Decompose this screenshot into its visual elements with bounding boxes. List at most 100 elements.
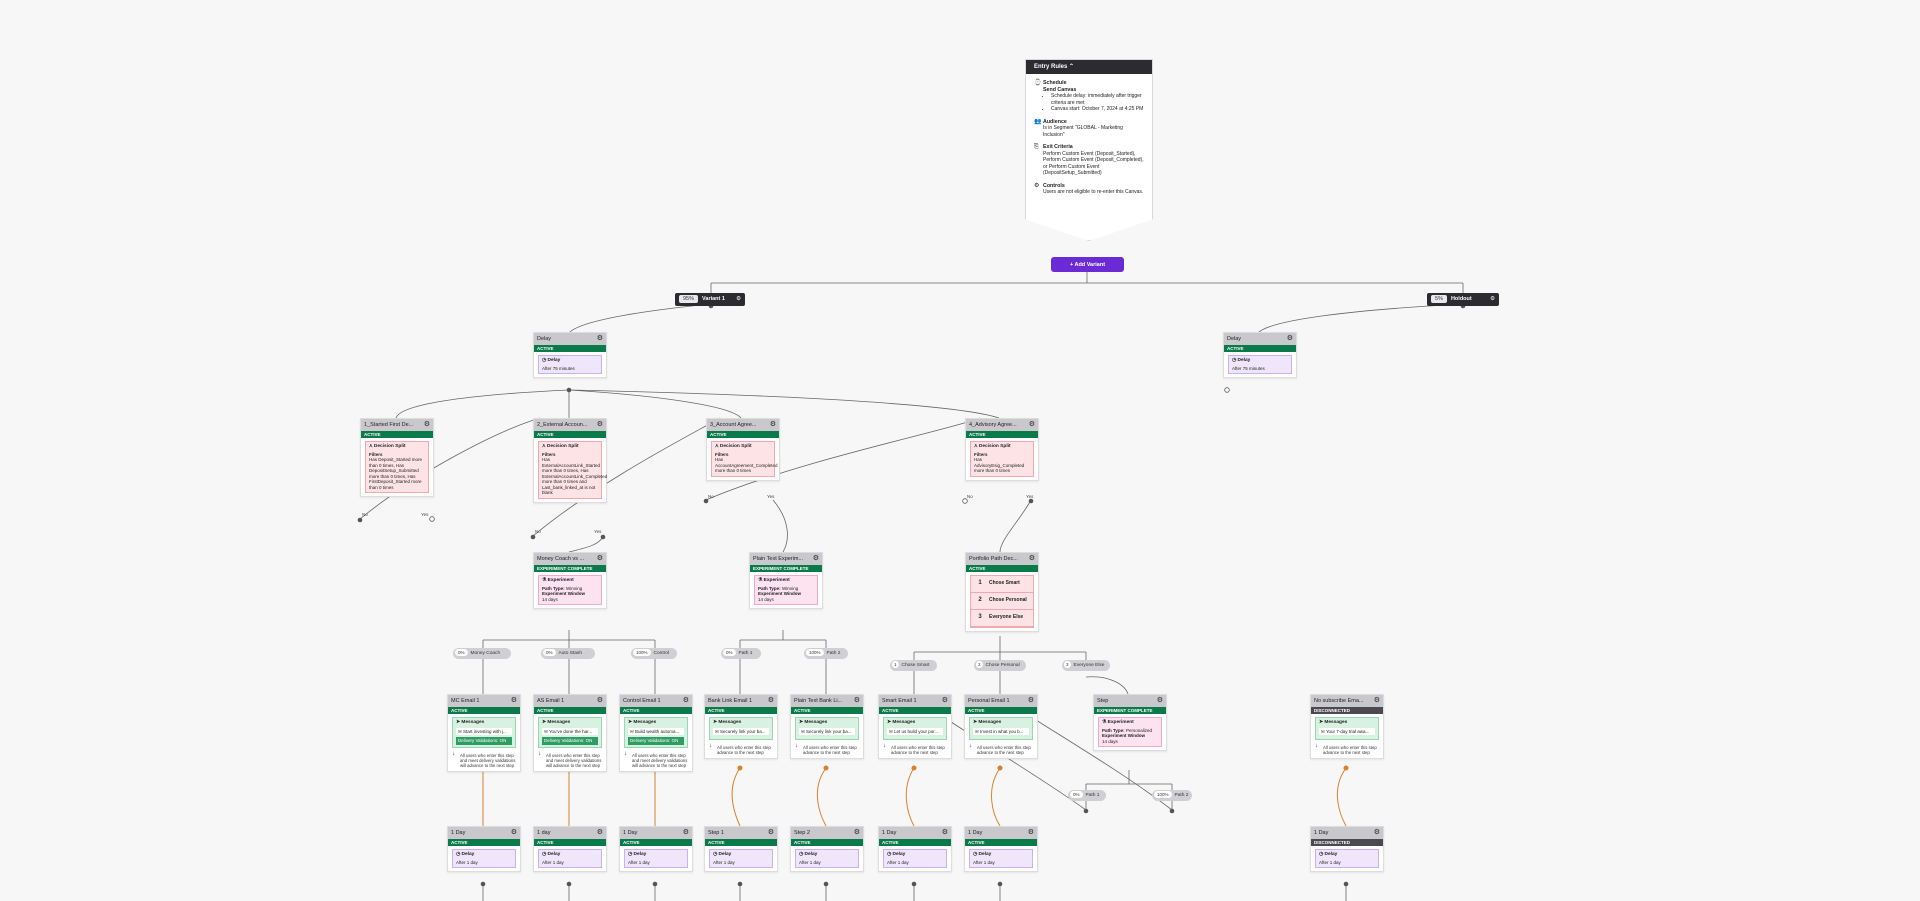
gear-icon[interactable]: ⚙ — [1156, 697, 1163, 704]
gear-icon[interactable]: ⚙ — [596, 697, 603, 704]
decision-split-component[interactable]: ⋏ Decision Split Filters Has Deposit_Sta… — [365, 441, 429, 493]
email-message[interactable]: ✉ Build wealth automa... — [628, 727, 684, 735]
gear-icon[interactable]: ⚙ — [853, 829, 860, 836]
delay-component[interactable]: ◷ Delay After 75 minutes — [1228, 355, 1292, 374]
gear-icon[interactable]: ⚙ — [510, 697, 517, 704]
decision-split-step-1[interactable]: 1_Started First De...⚙ ACTIVE ⋏ Decision… — [360, 418, 434, 497]
message-step-bank-link-email[interactable]: Bank Link Email 1⚙ ACTIVE ➤ Messages ✉ S… — [704, 694, 778, 759]
message-step-plain-text-bank-link[interactable]: Plain Text Bank Li...⚙ ACTIVE ➤ Messages… — [790, 694, 864, 759]
entry-rules-header[interactable]: Entry Rules ⌃ — [1026, 60, 1152, 74]
decision-split-step-2[interactable]: 2_External Accoun...⚙ ACTIVE ⋏ Decision … — [533, 418, 607, 503]
gear-icon[interactable]: ⚙ — [1027, 697, 1034, 704]
gear-icon[interactable]: ⚙ — [596, 335, 603, 342]
messages-component[interactable]: ➤ Messages ✉ Securely link your ba... — [709, 717, 773, 740]
experiment-component[interactable]: ⚗ Experiment Path Type: Winning Experime… — [538, 575, 602, 605]
experiment-component[interactable]: ⚗ Experiment Path Type: Winning Experime… — [754, 575, 818, 605]
gear-icon[interactable]: ⚙ — [682, 829, 689, 836]
message-step-personal-email[interactable]: Personal Email 1⚙ ACTIVE ➤ Messages ✉ In… — [964, 694, 1038, 759]
message-step-smart-email[interactable]: Smart Email 1⚙ ACTIVE ➤ Messages ✉ Let u… — [878, 694, 952, 759]
gear-icon[interactable]: ⚙ — [853, 697, 860, 704]
decision-split-component[interactable]: ⋏ Decision Split Filters Has AccountAgre… — [711, 441, 778, 477]
messages-component[interactable]: ➤ Messages ✉ Start investing with j... D… — [452, 717, 516, 748]
decision-split-component[interactable]: ⋏ Decision Split Filters Has AdvisoryEsi… — [970, 441, 1034, 477]
email-message[interactable]: ✉ You've done the har... — [542, 727, 598, 735]
email-message[interactable]: ✉ Your 7-day trial awa... — [1319, 727, 1375, 735]
experiment-step-plain-text[interactable]: Plain Text Experim...⚙ EXPERIMENT COMPLE… — [749, 552, 823, 609]
message-step-mc-email[interactable]: MC Email 1⚙ ACTIVE ➤ Messages ✉ Start in… — [447, 694, 521, 772]
branch-pill[interactable]: 0%Auto Stash — [541, 648, 595, 659]
gear-icon[interactable]: ⚙ — [1373, 697, 1380, 704]
decision-split-step-4[interactable]: 4_Advisory Agree...⚙ ACTIVE ⋏ Decision S… — [965, 418, 1039, 481]
message-step-control-email[interactable]: Control Email 1⚙ ACTIVE ➤ Messages ✉ Bui… — [619, 694, 693, 772]
messages-component[interactable]: ➤ Messages ✉ Invest in what you b... — [969, 717, 1033, 740]
gear-icon[interactable]: ⚙ — [1028, 421, 1035, 428]
add-variant-button[interactable]: + Add Variant — [1051, 257, 1124, 272]
branch-pill[interactable]: 100%Control — [631, 648, 677, 659]
variant-1-percent[interactable]: 95% — [679, 295, 699, 303]
gear-icon[interactable]: ⚙ — [736, 296, 741, 302]
gear-icon[interactable]: ⚙ — [510, 829, 517, 836]
messages-component[interactable]: ➤ Messages ✉ You've done the har... Deli… — [538, 717, 602, 748]
delay-step-holdout[interactable]: Delay⚙ ACTIVE ◷ Delay After 75 minutes — [1223, 332, 1297, 378]
experiment-step-personalized[interactable]: Step⚙ EXPERIMENT COMPLETE ⚗ Experiment P… — [1093, 694, 1167, 751]
message-step-no-subscribe[interactable]: No subscribe Ema...⚙ DISCONNECTED ➤ Mess… — [1310, 694, 1384, 759]
gear-icon[interactable]: ⚙ — [812, 555, 819, 562]
gear-icon[interactable]: ⚙ — [1373, 829, 1380, 836]
message-step-as-email[interactable]: AS Email 1⚙ ACTIVE ➤ Messages ✉ You've d… — [533, 694, 607, 772]
email-message[interactable]: ✉ Let us build your por... — [887, 727, 943, 735]
variant-1-pill[interactable]: 95%Variant 1 ⚙ — [675, 293, 745, 306]
messages-component[interactable]: ➤ Messages ✉ Let us build your por... — [883, 717, 947, 740]
gear-icon[interactable]: ⚙ — [596, 829, 603, 836]
holdout-pill[interactable]: 5%Holdout ⚙ — [1427, 293, 1499, 306]
gear-icon[interactable]: ⚙ — [596, 555, 603, 562]
gear-icon[interactable]: ⚙ — [1028, 555, 1035, 562]
messages-component[interactable]: ➤ Messages ✉ Securely link your ba... — [795, 717, 859, 740]
gear-icon[interactable]: ⚙ — [682, 697, 689, 704]
decision-split-component[interactable]: ⋏ Decision Split Filters Has ExternalAcc… — [538, 441, 607, 499]
entry-rules-panel[interactable]: Entry Rules ⌃ ⌚ Schedule Send Canvas Sch… — [1025, 59, 1153, 241]
gear-icon[interactable]: ⚙ — [767, 697, 774, 704]
branch-pill[interactable]: 0%Path 1 — [721, 648, 761, 659]
gear-icon[interactable]: ⚙ — [941, 697, 948, 704]
gear-icon[interactable]: ⚙ — [941, 829, 948, 836]
branch-pill[interactable]: 0%Path 1 — [1068, 790, 1106, 801]
gear-icon[interactable]: ⚙ — [769, 421, 776, 428]
delay-step-variant[interactable]: Delay⚙ ACTIVE ◷ Delay After 75 minutes — [533, 332, 607, 378]
gear-icon[interactable]: ⚙ — [767, 829, 774, 836]
email-message[interactable]: ✉ Securely link your ba... — [799, 727, 855, 735]
branch-pill[interactable]: 100%Path 2 — [1152, 790, 1192, 801]
holdout-percent[interactable]: 5% — [1431, 295, 1447, 303]
experiment-component[interactable]: ⚗ Experiment Path Type: Personalized Exp… — [1098, 717, 1162, 747]
email-message[interactable]: ✉ Securely link your ba... — [713, 727, 769, 735]
gear-icon[interactable]: ⚙ — [1490, 296, 1495, 302]
gear-icon[interactable]: ⚙ — [596, 421, 603, 428]
delay-component[interactable]: ◷ Delay After 75 minutes — [538, 355, 602, 374]
gear-icon[interactable]: ⚙ — [1027, 829, 1034, 836]
messages-component[interactable]: ➤ Messages ✉ Build wealth automa... Deli… — [624, 717, 688, 748]
experiment-step-money-coach[interactable]: Money Coach vs ...⚙ EXPERIMENT COMPLETE … — [533, 552, 607, 609]
gear-icon[interactable]: ⚙ — [1286, 335, 1293, 342]
